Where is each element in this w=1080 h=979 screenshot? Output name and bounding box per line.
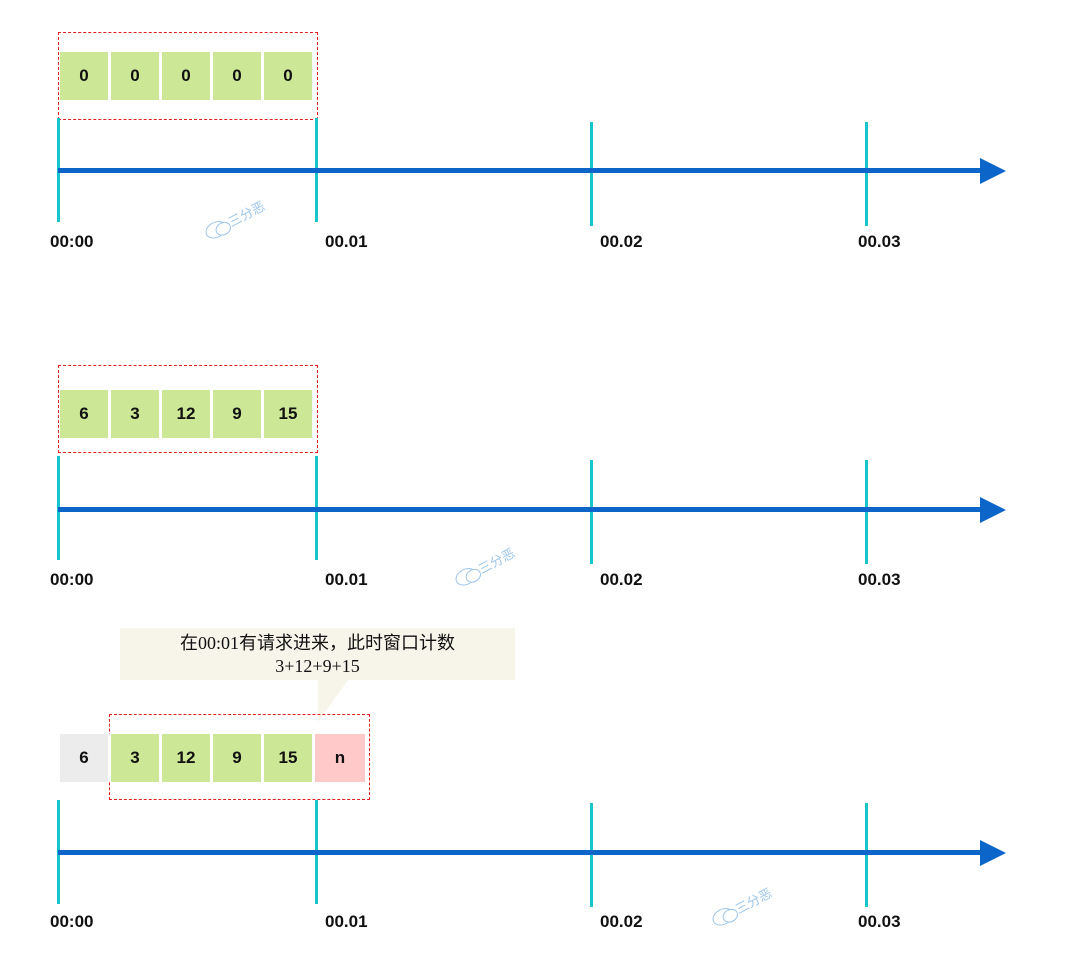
- tick-mark: [865, 460, 868, 564]
- callout-line-1: 在00:01有请求进来，此时窗口计数: [180, 633, 455, 653]
- tick-label: 00.02: [600, 232, 643, 251]
- tick-label: 00:00: [50, 232, 94, 251]
- watermark: 三分恶: [202, 196, 268, 243]
- wechat-icon: [709, 904, 737, 929]
- bucket-cell: 0: [264, 52, 314, 100]
- wechat-icon: [452, 564, 480, 589]
- time-axis: [58, 507, 988, 512]
- expired-bucket-cell: 6: [60, 734, 110, 782]
- bucket-cell: 0: [111, 52, 161, 100]
- tick-label: 00.02: [600, 912, 643, 931]
- arrow-head-icon: [980, 158, 1006, 184]
- tick-mark: [590, 803, 593, 907]
- bucket-cell: 0: [162, 52, 212, 100]
- sliding-window: [58, 365, 318, 453]
- tick-label: 00:00: [50, 912, 94, 931]
- time-axis: [58, 850, 988, 855]
- tick-mark: [590, 460, 593, 564]
- tick-mark: [865, 803, 868, 907]
- watermark: 三分恶: [452, 543, 518, 590]
- new-request-cell: n: [315, 734, 365, 782]
- time-axis: [58, 168, 988, 173]
- tick-label: 00.03: [858, 912, 901, 931]
- tick-label: 00.02: [600, 570, 643, 589]
- panel-2: 6 3 12 9 15 00:00 00.01 00.02 00.03 三分恶: [0, 340, 1080, 610]
- panel-3: 在00:01有请求进来，此时窗口计数 3+12+9+15 6 3 12 9 15…: [0, 620, 1080, 979]
- panel-1: 0 0 0 0 0 00:00 00.01 00.02 00.03 三分恶: [0, 0, 1080, 290]
- bucket-cell: 9: [213, 734, 263, 782]
- bucket-cell: 3: [111, 734, 161, 782]
- bucket-cell: 15: [264, 734, 314, 782]
- tick-label: 00.03: [858, 570, 901, 589]
- wechat-icon: [202, 217, 230, 242]
- bucket-cell: 12: [162, 390, 212, 438]
- bucket-cell: 12: [162, 734, 212, 782]
- watermark: 三分恶: [709, 883, 775, 930]
- annotation-callout: 在00:01有请求进来，此时窗口计数 3+12+9+15: [120, 628, 515, 680]
- bucket-cell: 0: [213, 52, 263, 100]
- callout-pointer: [318, 680, 348, 722]
- tick-mark: [865, 122, 868, 226]
- tick-label: 00.01: [325, 232, 368, 251]
- arrow-head-icon: [980, 497, 1006, 523]
- bucket-cell: 15: [264, 390, 314, 438]
- callout-line-2: 3+12+9+15: [275, 656, 360, 676]
- bucket-cell: 3: [111, 390, 161, 438]
- bucket-cell: 9: [213, 390, 263, 438]
- sliding-window: [58, 32, 318, 120]
- tick-label: 00:00: [50, 570, 94, 589]
- tick-label: 00.01: [325, 912, 368, 931]
- arrow-head-icon: [980, 840, 1006, 866]
- tick-label: 00.03: [858, 232, 901, 251]
- bucket-cell: 6: [60, 390, 110, 438]
- bucket-cell: 0: [60, 52, 110, 100]
- tick-label: 00.01: [325, 570, 368, 589]
- tick-mark: [590, 122, 593, 226]
